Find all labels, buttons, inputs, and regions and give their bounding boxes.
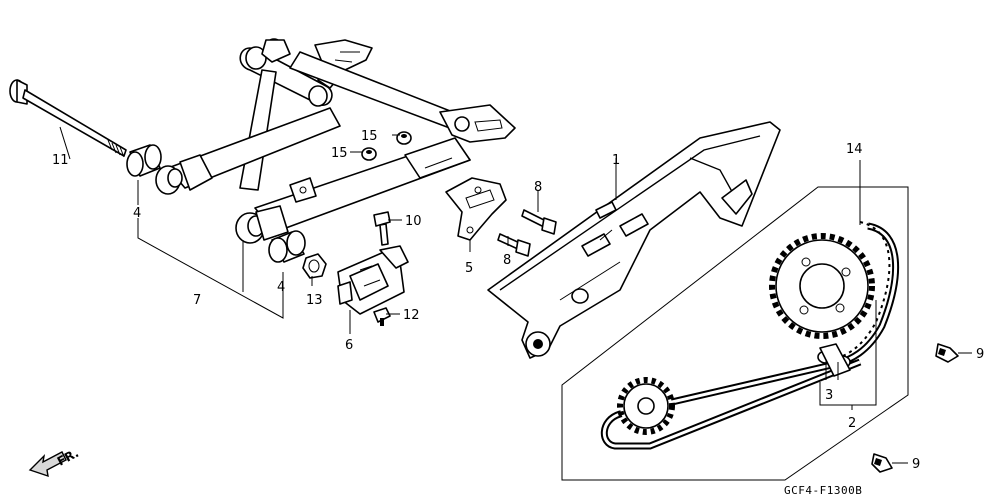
- bolts-9: [871, 343, 959, 473]
- drive-sprocket: [617, 377, 675, 435]
- callout-2: 2: [848, 416, 856, 431]
- callout-13: 13: [306, 293, 323, 308]
- callout-1: 1: [612, 153, 620, 168]
- callout-4-left: 4: [133, 206, 141, 221]
- callout-6: 6: [345, 338, 353, 353]
- callout-labels: 1 2 3 4 4 5 6 7 8 8 9 9 10 11 12 13 14 1…: [52, 129, 984, 472]
- chain-slider: [337, 245, 409, 315]
- bolt-10: [373, 211, 391, 246]
- master-link: [817, 343, 851, 377]
- chain-case: [487, 121, 781, 359]
- callout-4-right: 4: [277, 280, 285, 295]
- screw-12: [373, 307, 391, 326]
- rear-sprocket: [769, 233, 875, 339]
- chain-assembly-box: [561, 186, 909, 481]
- callout-7: 7: [193, 293, 201, 308]
- drive-chain: [600, 221, 900, 450]
- chain-guide-plate: [445, 177, 507, 241]
- callout-15-lower: 15: [331, 146, 348, 161]
- callout-14: 14: [846, 142, 863, 157]
- front-direction-arrow: FR.: [28, 446, 81, 478]
- callout-8-lower: 8: [503, 253, 511, 268]
- callout-5: 5: [465, 261, 473, 276]
- callout-12: 12: [403, 308, 420, 323]
- leader-lines: [59, 126, 972, 464]
- swingarm: [155, 38, 516, 244]
- callout-11: 11: [52, 153, 69, 168]
- callout-9-upper: 9: [976, 347, 984, 362]
- callout-9-lower: 9: [912, 457, 920, 472]
- collar-left: [126, 144, 162, 177]
- callout-8-upper: 8: [534, 180, 542, 195]
- collar-15: [361, 131, 412, 161]
- fr-label: FR.: [55, 446, 81, 469]
- pivot-bolt: [9, 79, 127, 158]
- nut-13: [302, 253, 327, 279]
- callout-15-upper: 15: [361, 129, 378, 144]
- callout-3: 3: [825, 388, 833, 403]
- callout-10: 10: [405, 214, 422, 229]
- diagram-code: GCF4-F1300B: [784, 484, 862, 497]
- bolts-8: [497, 209, 557, 257]
- collar-right: [268, 230, 306, 263]
